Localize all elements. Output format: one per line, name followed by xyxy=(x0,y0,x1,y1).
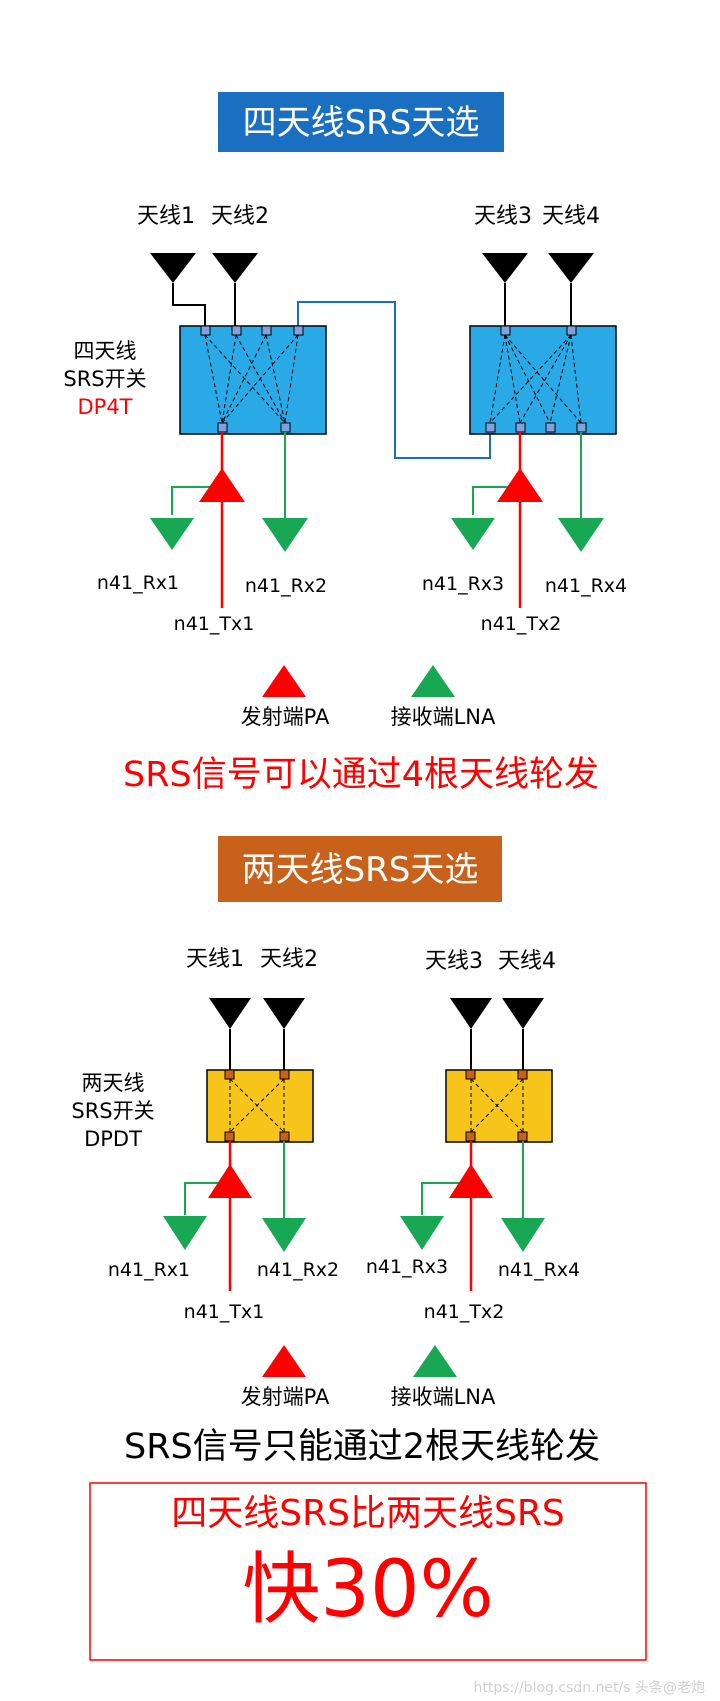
conclusion-box xyxy=(89,1482,647,1661)
s2-switch-right-port xyxy=(517,1069,528,1080)
watermark: https://blog.csdn.net/s 头条@老炮 xyxy=(474,1679,706,1696)
s1-antenna-icon-1 xyxy=(150,253,196,283)
s1-rx1-lna-icon xyxy=(150,518,194,550)
s1-antenna-label-4: 天线4 xyxy=(542,204,600,229)
s1-caption: SRS信号可以通过4根天线轮发 xyxy=(123,755,599,795)
s1-switch-right-paths xyxy=(489,334,582,424)
s1-tx2-label: n41_Tx2 xyxy=(481,613,562,635)
s1-rx3-label: n41_Rx3 xyxy=(422,573,504,595)
s2-switch-left-port xyxy=(224,1131,235,1142)
s1-switch-left-port xyxy=(231,325,242,336)
s1-rx1-label: n41_Rx1 xyxy=(97,572,179,594)
s1-legend-lna-label: 接收端LNA xyxy=(391,705,496,729)
section1-title: 四天线SRS天选 xyxy=(243,103,480,143)
s1-route-line xyxy=(297,301,491,459)
s1-switch-right-port xyxy=(576,422,587,433)
s1-tx2-pa-icon xyxy=(497,468,543,502)
s2-antenna-icon-4 xyxy=(502,998,544,1029)
s1-switch-right-port xyxy=(515,422,526,433)
s2-tx1-label: n41_Tx1 xyxy=(184,1301,265,1323)
s2-switch-left-paths xyxy=(229,1078,285,1133)
s2-legend-pa-icon xyxy=(262,1345,306,1377)
s2-switch-right-port xyxy=(517,1131,528,1142)
s2-antenna-label-4: 天线4 xyxy=(498,949,556,974)
s1-rx3-line xyxy=(472,432,521,515)
conclusion-line2: 快30% xyxy=(242,1545,493,1635)
s1-antenna-icon-2 xyxy=(212,253,258,283)
s2-switch-left-port xyxy=(279,1069,290,1080)
s2-legend-pa-label: 发射端PA xyxy=(241,1385,330,1409)
s1-rx2-label: n41_Rx2 xyxy=(245,575,327,597)
s2-antenna-label-1: 天线1 xyxy=(186,947,244,972)
s2-switch-label-line3: DPDT xyxy=(84,1127,142,1151)
s2-tx2-label: n41_Tx2 xyxy=(424,1301,505,1323)
s2-switch-right-paths xyxy=(470,1078,524,1133)
s2-rx4-lna-icon xyxy=(501,1218,545,1252)
s2-switch-right xyxy=(445,1069,553,1143)
s1-antenna-label-3: 天线3 xyxy=(474,204,532,229)
s2-rx2-lna-icon xyxy=(262,1218,306,1252)
s1-antenna-label-2: 天线2 xyxy=(211,204,269,229)
s1-switch-left-port xyxy=(280,422,291,433)
s2-switch-label-line1: 两天线 xyxy=(82,1071,145,1095)
s2-switch-left-port xyxy=(224,1069,235,1080)
s2-antenna-label-2: 天线2 xyxy=(260,947,318,972)
section1-title-bg xyxy=(218,92,504,152)
s2-rx4-label: n41_Rx4 xyxy=(498,1259,580,1281)
s1-switch-right-port xyxy=(566,325,577,336)
s1-legend-pa-icon xyxy=(262,665,306,697)
s2-switch-label-line2: SRS开关 xyxy=(71,1099,154,1123)
s1-switch-left xyxy=(179,325,327,435)
s1-switch-right-port xyxy=(545,422,556,433)
s1-switch-label-line3: DP4T xyxy=(77,395,132,419)
s2-rx3-lna-icon xyxy=(400,1216,444,1250)
s2-antenna-label-3: 天线3 xyxy=(425,949,483,974)
s1-rx4-lna-icon xyxy=(558,518,604,552)
s1-rx3-lna-icon xyxy=(451,518,495,550)
s2-antenna-icon-1 xyxy=(209,998,251,1029)
s2-legend-lna-label: 接收端LNA xyxy=(391,1385,496,1409)
s2-switch-right-port xyxy=(465,1131,476,1142)
s1-switch-right-port xyxy=(500,325,511,336)
section2-title-bg xyxy=(218,836,502,902)
s1-switch-left-port xyxy=(200,325,211,336)
s1-rx4-label: n41_Rx4 xyxy=(545,575,627,597)
s1-switch-left-port xyxy=(217,422,228,433)
s1-switch-right xyxy=(469,325,617,435)
s1-legend-pa-label: 发射端PA xyxy=(241,705,330,729)
section2-title: 两天线SRS天选 xyxy=(242,850,479,890)
s1-switch-left-port xyxy=(261,325,272,336)
s2-rx2-label: n41_Rx2 xyxy=(257,1259,339,1281)
s2-tx2-pa-icon xyxy=(449,1164,493,1198)
s2-antenna-icon-3 xyxy=(450,998,492,1029)
s1-switch-label-line2: SRS开关 xyxy=(63,367,146,391)
s1-tx1-pa-icon xyxy=(199,468,245,502)
s1-antenna-icon-4 xyxy=(548,253,594,283)
s2-rx1-label: n41_Rx1 xyxy=(108,1259,190,1281)
s2-caption: SRS信号只能通过2根天线轮发 xyxy=(124,1427,600,1467)
s1-antenna-label-1: 天线1 xyxy=(137,204,195,229)
s1-switch-left-paths xyxy=(204,334,299,424)
s2-antenna-icon-2 xyxy=(263,998,305,1029)
s1-switch-right-port xyxy=(485,422,496,433)
s1-feed-1 xyxy=(172,283,206,330)
s2-switch-left xyxy=(206,1069,314,1143)
s1-tx1-label: n41_Tx1 xyxy=(174,613,255,635)
s1-rx2-lna-icon xyxy=(262,518,308,552)
s2-tx1-pa-icon xyxy=(208,1164,252,1198)
s2-rx3-label: n41_Rx3 xyxy=(366,1256,448,1278)
conclusion-line1: 四天线SRS比两天线SRS xyxy=(171,1493,564,1534)
s2-switch-right-port xyxy=(465,1069,476,1080)
s2-legend-lna-icon xyxy=(413,1345,457,1377)
s1-rx1-line xyxy=(171,432,223,515)
s2-rx1-lna-icon xyxy=(163,1216,207,1250)
s1-switch-left-port xyxy=(293,325,304,336)
s2-switch-left-port xyxy=(279,1131,290,1142)
s1-antenna-icon-3 xyxy=(482,253,528,283)
s1-switch-label-line1: 四天线 xyxy=(74,339,137,363)
s1-legend-lna-icon xyxy=(411,665,455,697)
